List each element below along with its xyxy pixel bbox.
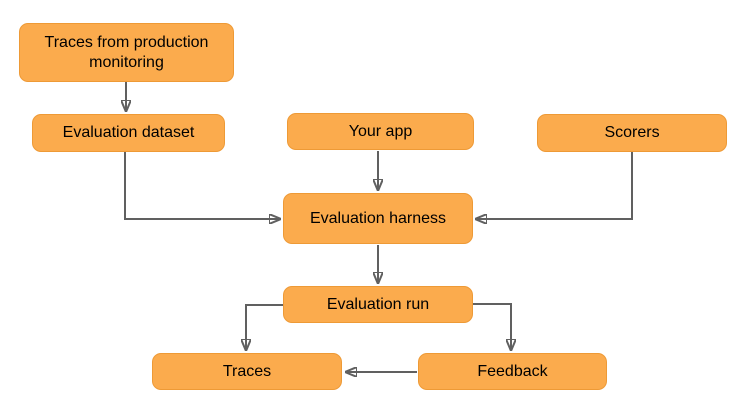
node-your-app: Your app bbox=[287, 113, 474, 150]
edge-evaluation-run-to-feedback bbox=[473, 303, 511, 350]
edge-evaluation-dataset-to-evaluation-harness bbox=[124, 152, 280, 219]
node-traces-from-production-monitoring: Traces from production monitoring bbox=[19, 23, 234, 82]
node-scorers: Scorers bbox=[537, 114, 727, 152]
edge-evaluation-run-to-traces bbox=[246, 304, 283, 350]
edge-scorers-to-evaluation-harness bbox=[476, 152, 633, 219]
node-evaluation-dataset: Evaluation dataset bbox=[32, 114, 225, 152]
node-evaluation-run: Evaluation run bbox=[283, 286, 473, 323]
node-traces: Traces bbox=[152, 353, 342, 390]
node-evaluation-harness: Evaluation harness bbox=[283, 193, 473, 244]
node-feedback: Feedback bbox=[418, 353, 607, 390]
